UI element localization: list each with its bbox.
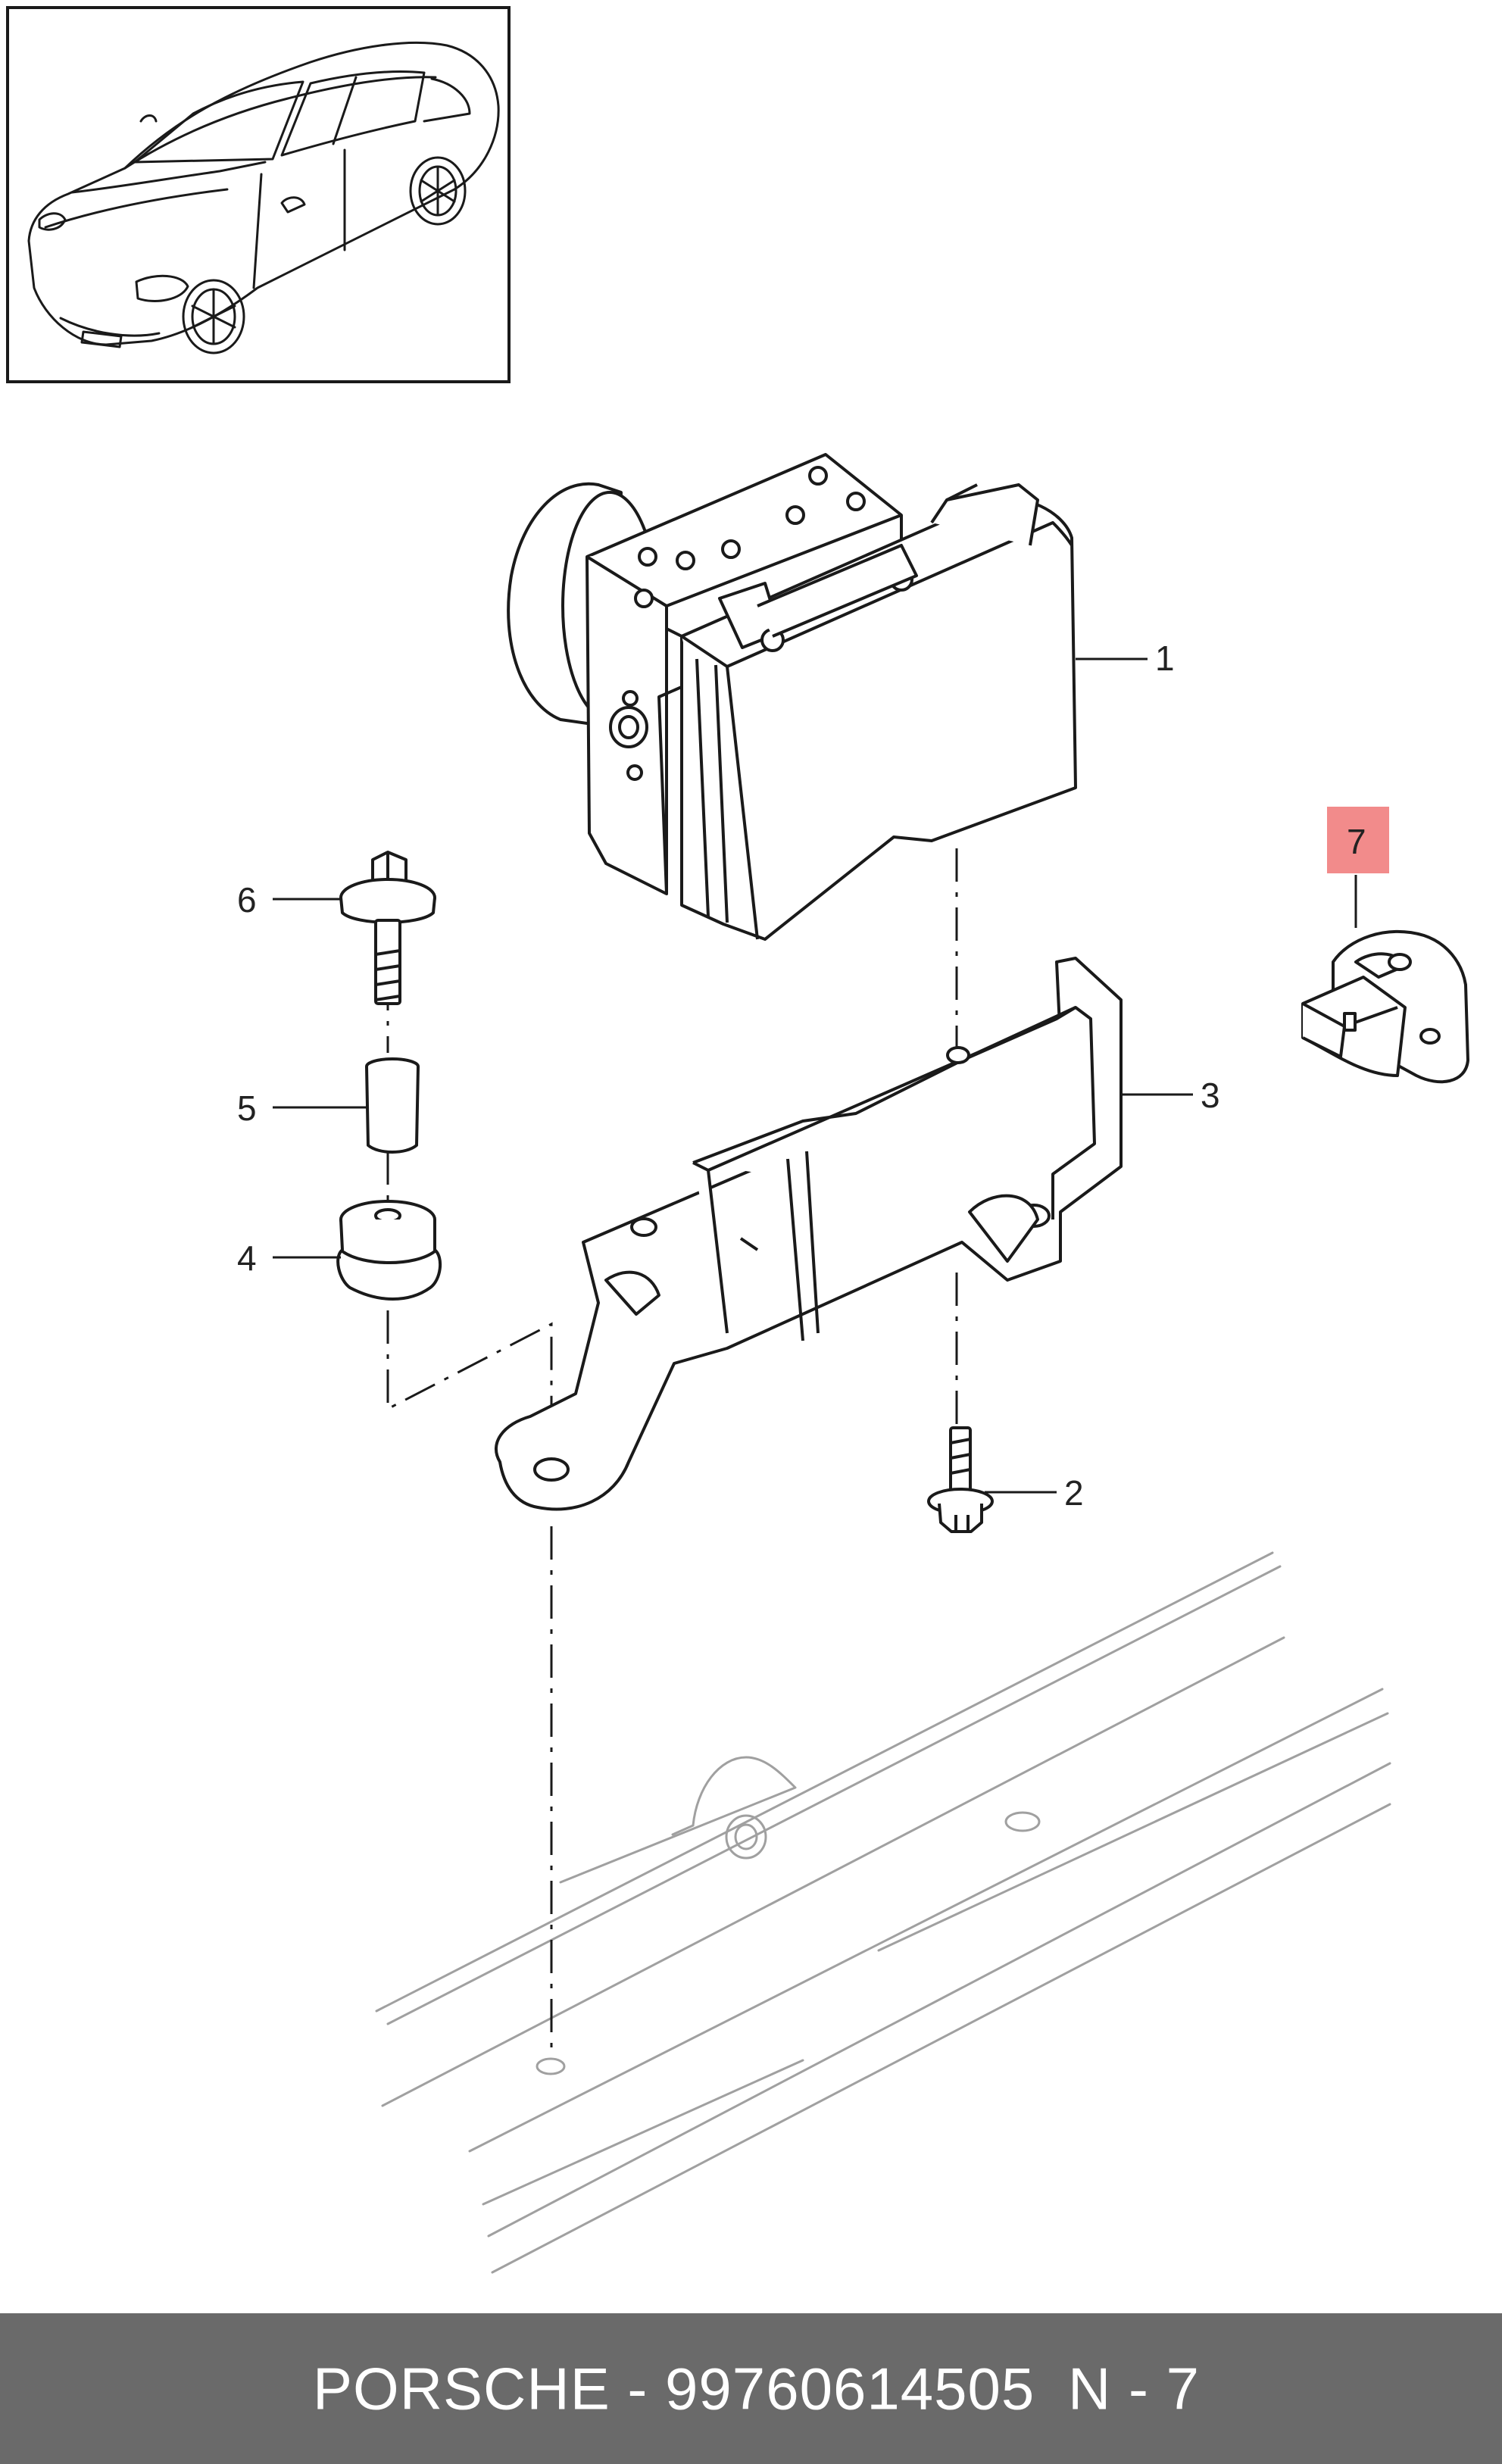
callout-4: 4 — [237, 1238, 257, 1278]
sensor-part-7 — [1301, 929, 1469, 1084]
callout-6: 6 — [237, 880, 257, 920]
callout-5: 5 — [237, 1088, 257, 1128]
grommet-part-4 — [336, 1200, 442, 1301]
callout-7-highlight — [1327, 807, 1389, 873]
callout-2: 2 — [1064, 1473, 1084, 1513]
footer-bar: PORSCHE - 99760614505 N - 7 — [0, 2313, 1502, 2464]
abs-hydraulic-unit — [507, 453, 1077, 941]
assembly-lines — [386, 848, 958, 2053]
sleeve-part-5 — [365, 1057, 420, 1154]
bolt-part-6 — [339, 851, 436, 1005]
leader-lines — [273, 657, 1357, 1494]
callout-7: 7 — [1347, 822, 1366, 861]
diagram-page-label: N - 7 — [1068, 2355, 1201, 2422]
chassis-ghost-lines — [375, 1551, 1391, 2274]
part-number-label: PORSCHE - 99760614505 — [313, 2355, 1035, 2422]
callout-1: 1 — [1155, 639, 1175, 678]
abs-bracket — [495, 957, 1123, 1511]
bolt-part-2 — [927, 1426, 994, 1533]
parts-diagram: 1 2 3 4 5 6 7 — [6, 6, 1469, 2274]
callout-3: 3 — [1201, 1076, 1220, 1115]
vehicle-thumbnail — [6, 6, 511, 383]
